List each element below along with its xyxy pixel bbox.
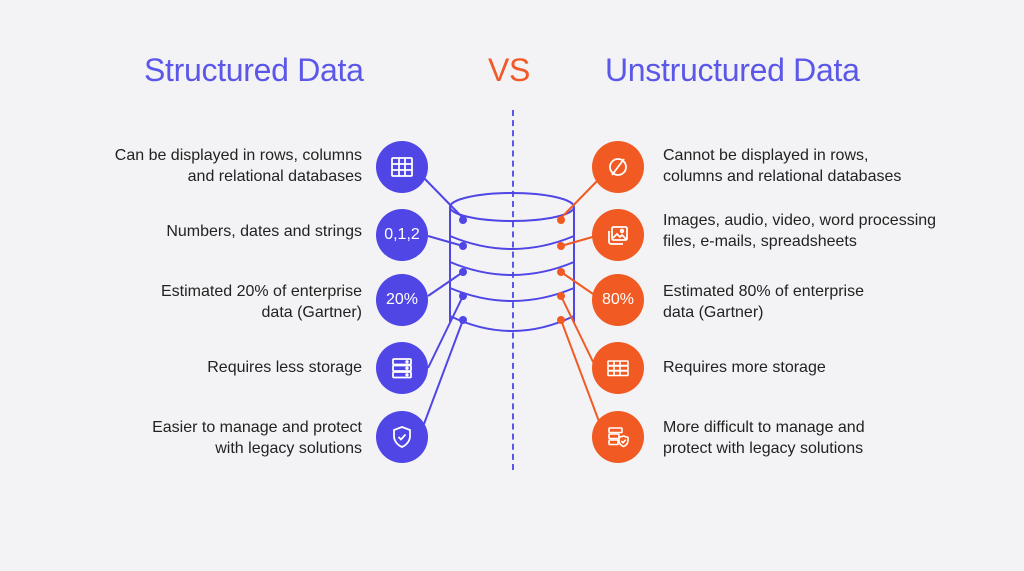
cylinder-band-3: [449, 287, 575, 302]
vs-label: VS: [488, 52, 531, 88]
eighty-percent-badge: 80%: [592, 274, 644, 326]
connector-line-right-3: [560, 271, 597, 297]
cylinder-top: [449, 192, 575, 222]
server-rack-icon: [376, 342, 428, 394]
connector-line-left-1: [423, 177, 464, 219]
connector-dot-right-1: [557, 216, 565, 224]
server-shield-icon: [592, 411, 644, 463]
image-gallery-icon: [592, 209, 644, 261]
connector-dot-right-5: [557, 316, 565, 324]
connector-line-right-1: [560, 177, 601, 219]
cylinder-band-2: [449, 261, 575, 276]
connector-dot-left-1: [459, 216, 467, 224]
connector-dot-right-4: [557, 292, 565, 300]
connector-line-left-2: [427, 235, 464, 247]
connector-dot-left-2: [459, 242, 467, 250]
shield-check-icon: [376, 411, 428, 463]
twenty-percent-badge: 20%: [376, 274, 428, 326]
connector-dot-left-3: [459, 268, 467, 276]
structured-item-2-text: Numbers, dates and strings: [166, 223, 362, 240]
connector-line-right-4: [560, 295, 597, 369]
empty-set-icon: [592, 141, 644, 193]
center-divider: [512, 110, 514, 470]
connector-dot-left-5: [459, 316, 467, 324]
connector-line-left-3: [427, 271, 464, 297]
table-grid-icon: [376, 141, 428, 193]
structured-data-title: Structured Data: [144, 52, 364, 88]
numbers-badge: 0,1,2: [376, 209, 428, 261]
connector-line-left-4: [427, 295, 464, 369]
connector-line-left-5: [423, 319, 464, 425]
unstructured-item-4-text: Requires more storage: [663, 359, 826, 376]
connector-line-right-2: [560, 235, 597, 247]
cylinder-bottom: [449, 315, 575, 332]
connector-dot-right-2: [557, 242, 565, 250]
unstructured-item-1-text: Cannot be displayed in rows,columns and …: [663, 147, 902, 185]
wide-server-icon: [592, 342, 644, 394]
unstructured-data-title: Unstructured Data: [605, 52, 860, 88]
cylinder-band-1: [449, 235, 575, 250]
connector-dot-right-3: [557, 268, 565, 276]
connector-line-right-5: [560, 319, 601, 425]
structured-item-4-text: Requires less storage: [207, 359, 362, 376]
connector-dot-left-4: [459, 292, 467, 300]
